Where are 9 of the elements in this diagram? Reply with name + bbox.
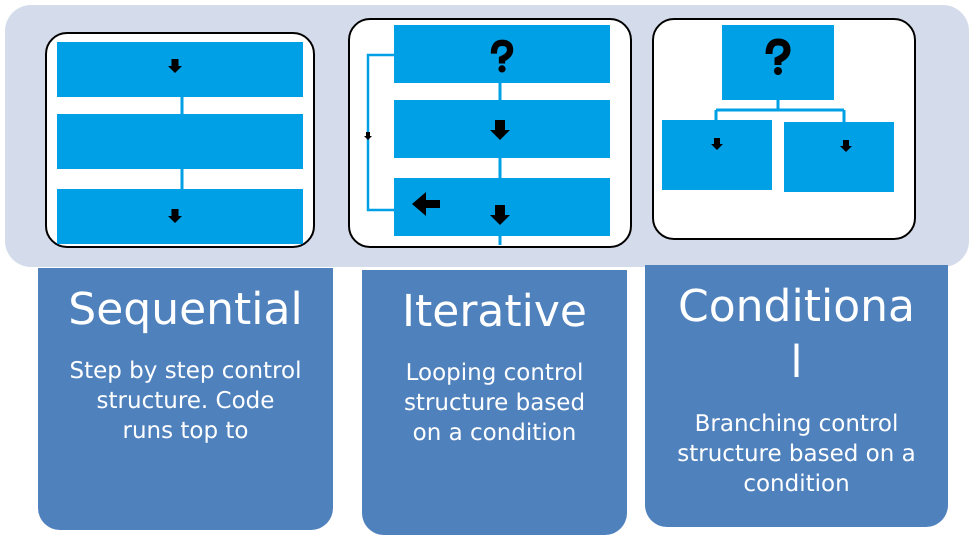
category-card (38, 268, 333, 530)
card-heading: Conditional (677, 280, 916, 390)
card-description: Step by step control structure. Code runs top to (68, 357, 302, 446)
category-card (645, 265, 948, 527)
card-heading: Iterative (401, 285, 588, 339)
card-heading: Sequential (68, 283, 303, 337)
card-description: Looping control structure based on a condition (402, 359, 586, 448)
category-card (362, 270, 627, 535)
card-description: Branching control structure based on a condition (676, 410, 917, 499)
